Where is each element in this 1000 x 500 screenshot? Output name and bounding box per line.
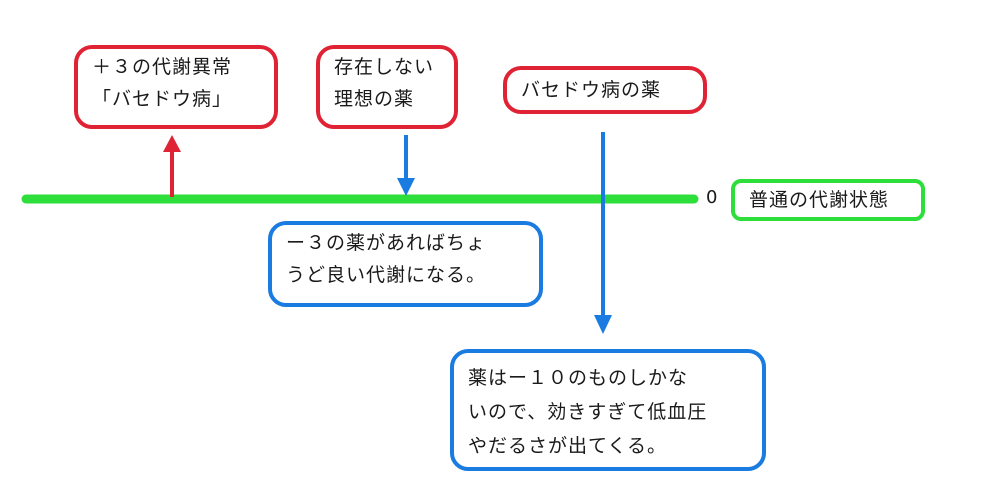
- normal-metabolism-label: 普通の代謝状態: [749, 189, 890, 211]
- ideal-medicine-box: 存在しない 理想の薬: [316, 45, 458, 129]
- basedow-medicine-box: バセドウ病の薬: [503, 66, 707, 114]
- normal-metabolism-box: 普通の代謝状態: [731, 179, 925, 221]
- long-down-arrow-head: [594, 315, 612, 334]
- minus10-medicine-line-1: 薬はー１０のものしかな: [468, 367, 689, 389]
- basedow-metabolism-line-1: ＋３の代謝異常: [92, 56, 233, 78]
- basedow-metabolism-box: ＋３の代謝異常 「バセドウ病」: [74, 45, 278, 129]
- minus10-medicine-box: 薬はー１０のものしかな いので、効きすぎて低血圧 やだるさが出てくる。: [450, 349, 766, 471]
- minus3-medicine-line-1: ー３の薬があればちょ: [286, 232, 487, 254]
- short-down-arrow-head: [397, 178, 415, 196]
- ideal-medicine-line-1: 存在しない: [334, 56, 435, 78]
- up-arrow-head: [163, 135, 181, 152]
- minus10-medicine-line-2: いので、効きすぎて低血圧: [468, 401, 708, 423]
- baseline-zero-label: 0: [706, 187, 718, 208]
- basedow-metabolism-line-2: 「バセドウ病」: [92, 88, 233, 110]
- basedow-medicine-line-1: バセドウ病の薬: [521, 79, 662, 101]
- ideal-medicine-line-2: 理想の薬: [334, 88, 415, 110]
- minus3-medicine-box: ー３の薬があればちょ うど良い代謝になる。: [268, 221, 543, 307]
- minus3-medicine-line-2: うど良い代謝になる。: [286, 264, 487, 286]
- minus10-medicine-line-3: やだるさが出てくる。: [468, 435, 668, 457]
